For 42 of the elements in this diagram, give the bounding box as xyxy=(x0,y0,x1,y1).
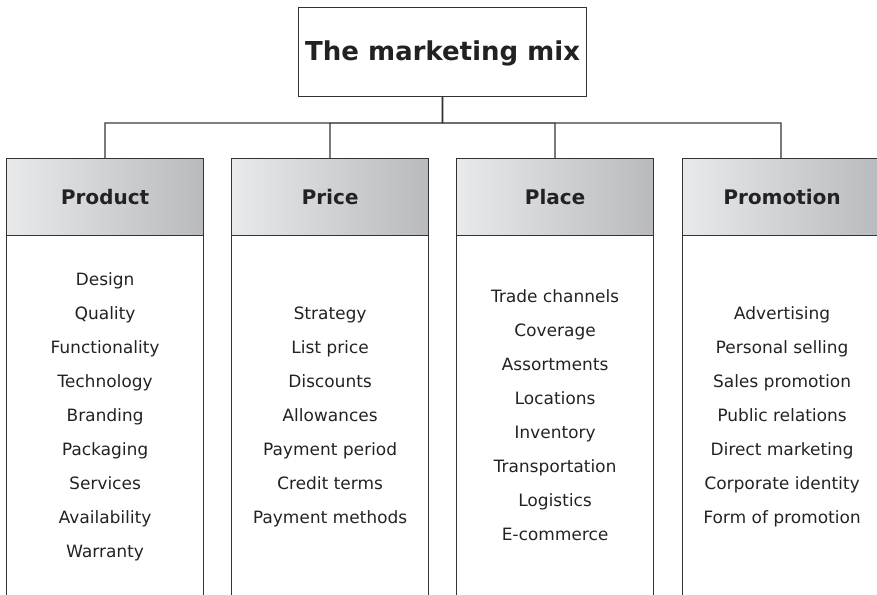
list-item: Design xyxy=(76,269,134,292)
list-item: Logistics xyxy=(518,490,592,513)
list-item: Branding xyxy=(66,405,144,428)
list-item: Locations xyxy=(514,388,596,411)
column-header: Promotion xyxy=(683,159,877,236)
category-column xyxy=(6,158,204,595)
list-item: Advertising xyxy=(734,303,830,326)
list-item: Availability xyxy=(58,507,152,530)
list-item: List price xyxy=(291,337,369,360)
list-item: Functionality xyxy=(50,337,160,360)
list-item: Direct marketing xyxy=(710,439,854,462)
category-column xyxy=(456,158,654,595)
category-column xyxy=(682,158,877,595)
column-header: Price xyxy=(232,159,428,236)
column-header: Product xyxy=(7,159,203,236)
list-item: Credit terms xyxy=(277,473,383,496)
list-item: Corporate identity xyxy=(704,473,860,496)
list-item: Public relations xyxy=(717,405,847,428)
list-item: Coverage xyxy=(514,320,596,343)
list-item: Strategy xyxy=(294,303,366,326)
list-item: Technology xyxy=(57,371,153,394)
list-item: Inventory xyxy=(514,422,596,445)
list-item: Sales promotion xyxy=(713,371,851,394)
list-item: Quality xyxy=(74,303,136,326)
list-item: Form of promotion xyxy=(703,507,861,530)
list-item: Payment period xyxy=(263,439,397,462)
list-item: Warranty xyxy=(66,541,144,564)
list-item: E-commerce xyxy=(502,524,608,547)
column-header: Place xyxy=(457,159,653,236)
list-item: Assortments xyxy=(502,354,608,377)
list-item: Trade channels xyxy=(490,286,620,309)
list-item: Packaging xyxy=(62,439,148,462)
list-item: Transportation xyxy=(494,456,616,479)
list-item: Discounts xyxy=(288,371,372,394)
list-item: Personal selling xyxy=(716,337,848,360)
category-column xyxy=(231,158,429,595)
connector-line xyxy=(442,97,782,158)
title-box xyxy=(298,7,587,97)
title-text: The marketing mix xyxy=(305,36,580,68)
list-item: Services xyxy=(69,473,141,496)
list-item: Payment methods xyxy=(252,507,408,530)
list-item: Allowances xyxy=(282,405,378,428)
